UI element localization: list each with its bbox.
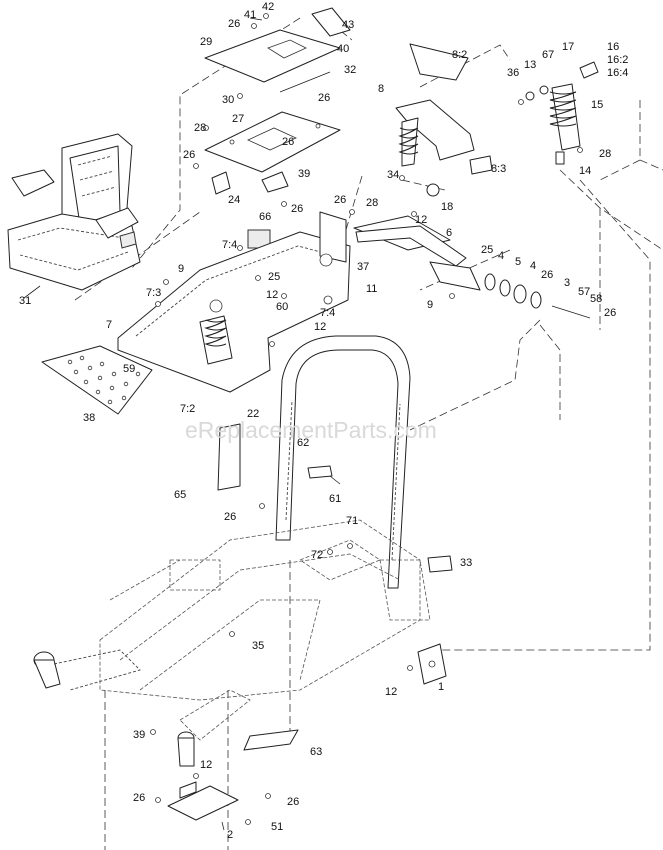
part-callout-label: 29 bbox=[200, 36, 212, 48]
part-callout-label: 7:3 bbox=[146, 287, 161, 299]
part-callout-label: 12 bbox=[385, 686, 397, 698]
part-callout-label: 26 bbox=[224, 511, 236, 523]
part-callout-label: 26 bbox=[291, 203, 303, 215]
part-callout-label: 8:2 bbox=[452, 49, 467, 61]
part-callout-label: 33 bbox=[460, 557, 472, 569]
part-callout-label: 51 bbox=[271, 821, 283, 833]
part-callout-label: 12 bbox=[200, 759, 212, 771]
part-callout-label: 26 bbox=[541, 269, 553, 281]
part-callout-label: 57 bbox=[578, 286, 590, 298]
hardware-fasteners bbox=[150, 13, 583, 825]
part-callout-label: 26 bbox=[287, 796, 299, 808]
part-callout-label: 12 bbox=[415, 214, 427, 226]
part-callout-label: 65 bbox=[174, 489, 186, 501]
part-callout-label: 34 bbox=[387, 169, 399, 181]
seat-mount-plates bbox=[204, 7, 351, 249]
part-callout-label: 8:3 bbox=[491, 163, 506, 175]
part-callout-label: 30 bbox=[222, 94, 234, 106]
rear-shock-assembly bbox=[395, 43, 599, 197]
part-callout-label: 15 bbox=[591, 99, 603, 111]
part-callout-label: 27 bbox=[232, 113, 244, 125]
part-callout-label: 41 bbox=[244, 9, 256, 21]
part-callout-label: 32 bbox=[344, 64, 356, 76]
part-callout-label: 62 bbox=[297, 437, 309, 449]
part-callout-label: 26 bbox=[133, 792, 145, 804]
part-callout-label: 26 bbox=[183, 149, 195, 161]
watermark-text: eReplacementParts.com bbox=[185, 417, 437, 443]
part-callout-label: 1 bbox=[438, 681, 444, 693]
part-callout-label: 22 bbox=[247, 408, 259, 420]
part-callout-label: 26 bbox=[228, 18, 240, 30]
part-callout-label: 16:4 bbox=[607, 67, 628, 79]
part-callout-label: 6 bbox=[446, 227, 452, 239]
part-callout-label: 61 bbox=[329, 493, 341, 505]
part-callout-label: 18 bbox=[441, 201, 453, 213]
part-callout-label: 31 bbox=[19, 295, 31, 307]
part-callout-label: 26 bbox=[282, 136, 294, 148]
part-callout-label: 28 bbox=[194, 122, 206, 134]
part-callout-label: 59 bbox=[123, 363, 135, 375]
part-callout-label: 42 bbox=[262, 1, 274, 13]
part-callout-label: 58 bbox=[590, 293, 602, 305]
part-callout-label: 37 bbox=[357, 261, 369, 273]
part-callout-label: 7:4 bbox=[320, 307, 335, 319]
part-callout-label: 38 bbox=[83, 412, 95, 424]
tractor-main-frame bbox=[33, 519, 453, 767]
part-callout-label: 24 bbox=[228, 194, 240, 206]
part-callout-label: 43 bbox=[342, 19, 354, 31]
part-callout-label: 8 bbox=[378, 83, 384, 95]
part-callout-label: 25 bbox=[268, 271, 280, 283]
part-callout-label: 26 bbox=[604, 307, 616, 319]
seat-base-frame bbox=[41, 211, 451, 415]
part-callout-label: 39 bbox=[133, 729, 145, 741]
part-callout-label: 4 bbox=[498, 250, 504, 262]
part-callout-label: 3 bbox=[564, 277, 570, 289]
part-callout-label: 26 bbox=[334, 194, 346, 206]
part-callout-label: 7:2 bbox=[180, 403, 195, 415]
rops-roll-bar bbox=[217, 335, 411, 589]
part-callout-label: 13 bbox=[524, 59, 536, 71]
part-callout-label: 72 bbox=[311, 549, 323, 561]
part-callout-label: 9 bbox=[178, 263, 184, 275]
part-callout-label: 4 bbox=[530, 260, 536, 272]
part-callout-label: 66 bbox=[259, 211, 271, 223]
part-callout-label: 5 bbox=[515, 256, 521, 268]
footplate-holes bbox=[67, 355, 141, 405]
lower-bracket bbox=[167, 781, 239, 831]
part-callout-label: 60 bbox=[276, 301, 288, 313]
part-callout-label: 17 bbox=[562, 41, 574, 53]
part-callout-label: 28 bbox=[366, 197, 378, 209]
part-callout-label: 25 bbox=[481, 244, 493, 256]
part-callout-label: 12 bbox=[266, 289, 278, 301]
part-callout-label: 7 bbox=[106, 319, 112, 331]
part-callout-label: 16:2 bbox=[607, 54, 628, 66]
part-callout-label: 9 bbox=[427, 299, 433, 311]
suspension-arm bbox=[355, 225, 591, 319]
part-callout-label: 26 bbox=[318, 92, 330, 104]
part-callout-label: 63 bbox=[310, 746, 322, 758]
seat-assembly bbox=[7, 133, 141, 299]
part-callout-label: 35 bbox=[252, 640, 264, 652]
part-callout-label: 16 bbox=[607, 41, 619, 53]
part-callout-label: 67 bbox=[542, 49, 554, 61]
part-callout-label: 2 bbox=[227, 829, 233, 841]
part-callout-label: 39 bbox=[298, 168, 310, 180]
part-callout-label: 71 bbox=[346, 515, 358, 527]
part-callout-label: 12 bbox=[314, 321, 326, 333]
part-callout-label: 36 bbox=[507, 67, 519, 79]
part-callout-label: 28 bbox=[599, 148, 611, 160]
part-callout-label: 7:4 bbox=[222, 239, 237, 251]
part-callout-label: 11 bbox=[366, 283, 377, 295]
part-callout-label: 40 bbox=[337, 43, 349, 55]
part-callout-label: 14 bbox=[579, 165, 591, 177]
